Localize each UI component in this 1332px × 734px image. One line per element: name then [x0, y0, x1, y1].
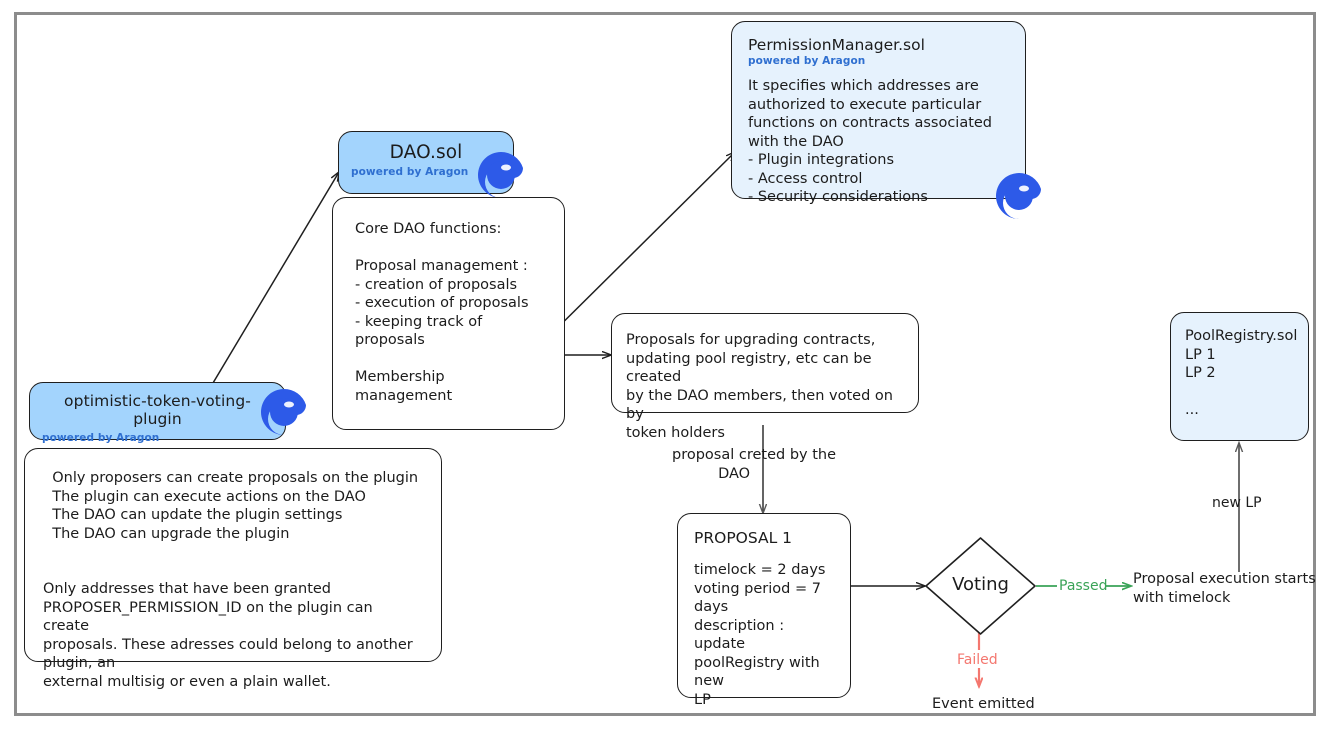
node-optimistic-token-voting-plugin[interactable]: optimistic-token-voting-plugin powered b… — [29, 382, 306, 444]
permission-manager-title: PermissionManager.sol — [748, 36, 925, 54]
node-plugin-details[interactable]: Only proposers can create proposals on t… — [24, 448, 442, 690]
label-proposal-execution-starts: Proposal execution starts with timelock — [1133, 571, 1316, 606]
aragon-logo-icon — [478, 151, 523, 198]
aragon-logo-icon — [996, 172, 1041, 219]
node-core-dao-functions[interactable]: Core DAO functions: Proposal management … — [332, 197, 565, 430]
dao-sol-subtitle: powered by Aragon — [351, 166, 469, 178]
proposal-1-title: PROPOSAL 1 — [694, 529, 793, 547]
aragon-logo-icon — [261, 388, 306, 435]
diagram-frame — [14, 12, 1316, 716]
edge-label-new-lp: new LP — [1212, 495, 1262, 511]
node-dao-sol[interactable]: DAO.sol powered by Aragon — [338, 131, 523, 198]
plugin-details-body: Only proposers can create proposals on t… — [43, 470, 419, 690]
plugin-title: optimistic-token-voting-plugin — [64, 392, 251, 428]
label-proposal-created: proposal creted by the DAO — [672, 447, 837, 482]
plugin-subtitle: powered by Aragon — [42, 432, 160, 444]
permission-manager-body: It specifies which addresses are authori… — [748, 78, 993, 205]
label-event-emitted: Event emitted — [932, 696, 1035, 712]
node-proposals[interactable]: Proposals for upgrading contracts, updat… — [611, 313, 919, 441]
proposal-1-body: timelock = 2 days voting period = 7 days… — [694, 562, 826, 708]
edge-label-failed: Failed — [957, 652, 998, 668]
diamond-shape — [925, 537, 1036, 635]
node-permission-manager[interactable]: PermissionManager.sol powered by Aragon … — [731, 21, 1041, 219]
core-dao-functions-body: Core DAO functions: Proposal management … — [355, 221, 529, 404]
node-pool-registry[interactable]: PoolRegistry.sol LP 1 LP 2 ... — [1170, 312, 1309, 441]
permission-manager-subtitle: powered by Aragon — [748, 55, 866, 67]
proposals-body: Proposals for upgrading contracts, updat… — [626, 332, 893, 441]
node-proposal-1[interactable]: PROPOSAL 1 timelock = 2 days voting peri… — [677, 513, 851, 708]
dao-sol-title: DAO.sol — [389, 142, 463, 163]
pool-registry-body: PoolRegistry.sol LP 1 LP 2 ... — [1185, 328, 1298, 418]
voting-label: Voting — [952, 574, 1009, 595]
node-voting-decision[interactable]: Voting — [924, 536, 1037, 636]
edge-label-passed: Passed — [1059, 578, 1108, 594]
